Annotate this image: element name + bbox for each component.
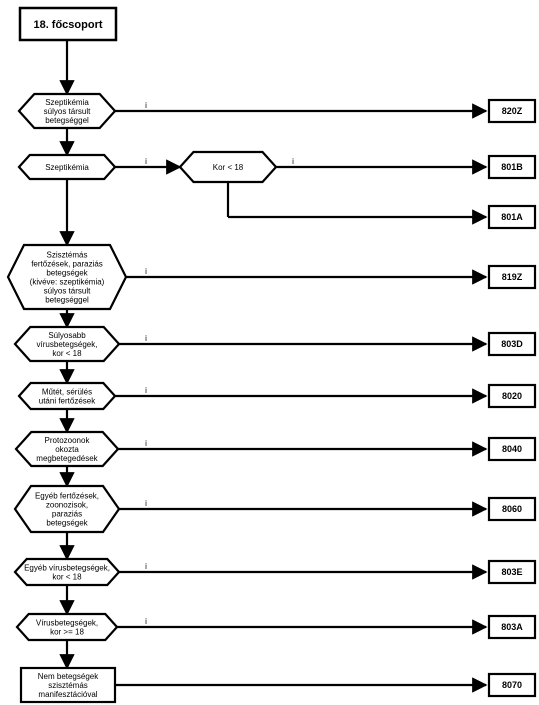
final-box bbox=[19, 666, 117, 704]
result-code-box bbox=[487, 154, 537, 180]
condition-text: Szisztémás bbox=[47, 251, 88, 260]
condition-text: Szeptikémia bbox=[45, 163, 89, 172]
connectors bbox=[59, 40, 488, 693]
condition-text: utáni fertőzések bbox=[39, 397, 96, 406]
condition-hexagon bbox=[14, 430, 120, 468]
result-code-box-label: 8060 bbox=[502, 504, 522, 514]
condition-text: kor < 18 bbox=[52, 573, 82, 582]
result-code-box-label: 801B bbox=[501, 162, 523, 172]
yes-label: i bbox=[145, 499, 147, 508]
condition-text: betegséggel bbox=[45, 296, 89, 305]
result-code-box bbox=[487, 496, 537, 522]
condition-text: betegségek bbox=[46, 519, 88, 528]
age-check-hexagon bbox=[178, 150, 278, 184]
condition-text: (kivéve: szeptikémia) bbox=[30, 278, 105, 287]
result-code-box bbox=[487, 331, 537, 357]
title: 18. főcsoport bbox=[33, 19, 102, 31]
yes-label: i bbox=[145, 439, 147, 448]
result-code-box-label: 803E bbox=[501, 567, 522, 577]
condition-text: megbetegedések bbox=[36, 454, 98, 463]
condition-text: kor < 18 bbox=[52, 349, 82, 358]
condition-text: Egyéb fertőzések, bbox=[35, 492, 99, 501]
result-code-box bbox=[487, 204, 537, 230]
condition-text: fertőzések, paraziás bbox=[31, 260, 103, 269]
condition-text: kor >= 18 bbox=[50, 628, 84, 637]
yes-label: i bbox=[145, 386, 147, 395]
result-code-box-label: 819Z bbox=[502, 272, 523, 282]
condition-hexagon bbox=[17, 153, 117, 181]
condition-text: Vírusbetegségek, bbox=[36, 619, 98, 628]
condition-text: súlyos társult bbox=[44, 287, 91, 296]
yes-label: i bbox=[145, 267, 147, 276]
result-code-box bbox=[487, 98, 537, 124]
condition-hexagon bbox=[17, 92, 117, 130]
result-code-box-label: 8070 bbox=[502, 680, 522, 690]
result-code-box bbox=[487, 383, 537, 409]
result-code-box bbox=[487, 264, 537, 290]
result-code-box bbox=[487, 559, 537, 585]
condition-hexagon bbox=[6, 243, 128, 311]
result-code-box bbox=[487, 614, 537, 640]
final-text: szisztémás bbox=[48, 681, 88, 690]
final-text: manifesztációval bbox=[38, 690, 97, 699]
yes-label: i bbox=[145, 562, 147, 571]
result-code-box-label: 803D bbox=[501, 339, 523, 349]
condition-hexagon bbox=[13, 557, 121, 587]
yes-label: i bbox=[145, 101, 147, 110]
condition-text: Szeptikémia bbox=[45, 98, 89, 107]
condition-text: súlyos társult bbox=[44, 107, 91, 116]
yes-label: i bbox=[145, 334, 147, 343]
yes-label: i bbox=[292, 157, 294, 166]
condition-hexagon bbox=[13, 325, 121, 363]
condition-text: okozta bbox=[55, 445, 79, 454]
condition-hexagon bbox=[17, 381, 117, 411]
condition-hexagon bbox=[13, 484, 121, 534]
result-code-box-label: 8020 bbox=[502, 391, 522, 401]
condition-text: betegségek bbox=[46, 269, 88, 278]
condition-text: paraziás bbox=[52, 510, 82, 519]
condition-text: Protozoonok bbox=[45, 436, 91, 445]
condition-text: vírusbetegségek, bbox=[37, 340, 98, 349]
condition-text: zoonozisok, bbox=[46, 501, 88, 510]
result-code-box-label: 801A bbox=[501, 212, 523, 222]
final-text: Nem betegségek bbox=[38, 672, 99, 681]
condition-text: Súlyosabb bbox=[48, 331, 86, 340]
condition-text: Egyéb vírusbetegségek, bbox=[24, 564, 110, 573]
condition-text: betegséggel bbox=[45, 116, 89, 125]
result-code-box-label: 820Z bbox=[502, 106, 523, 116]
result-code-box bbox=[487, 672, 537, 698]
result-code-box bbox=[487, 436, 537, 462]
title-box bbox=[18, 6, 118, 42]
result-code-box-label: 8040 bbox=[502, 444, 522, 454]
yes-label: i bbox=[145, 617, 147, 626]
result-code-box-label: 803A bbox=[501, 622, 523, 632]
condition-text: Műtét, sérülés bbox=[42, 388, 92, 397]
age-check-label: Kor < 18 bbox=[213, 163, 244, 172]
condition-hexagon bbox=[15, 612, 119, 642]
yes-label: i bbox=[145, 157, 147, 166]
